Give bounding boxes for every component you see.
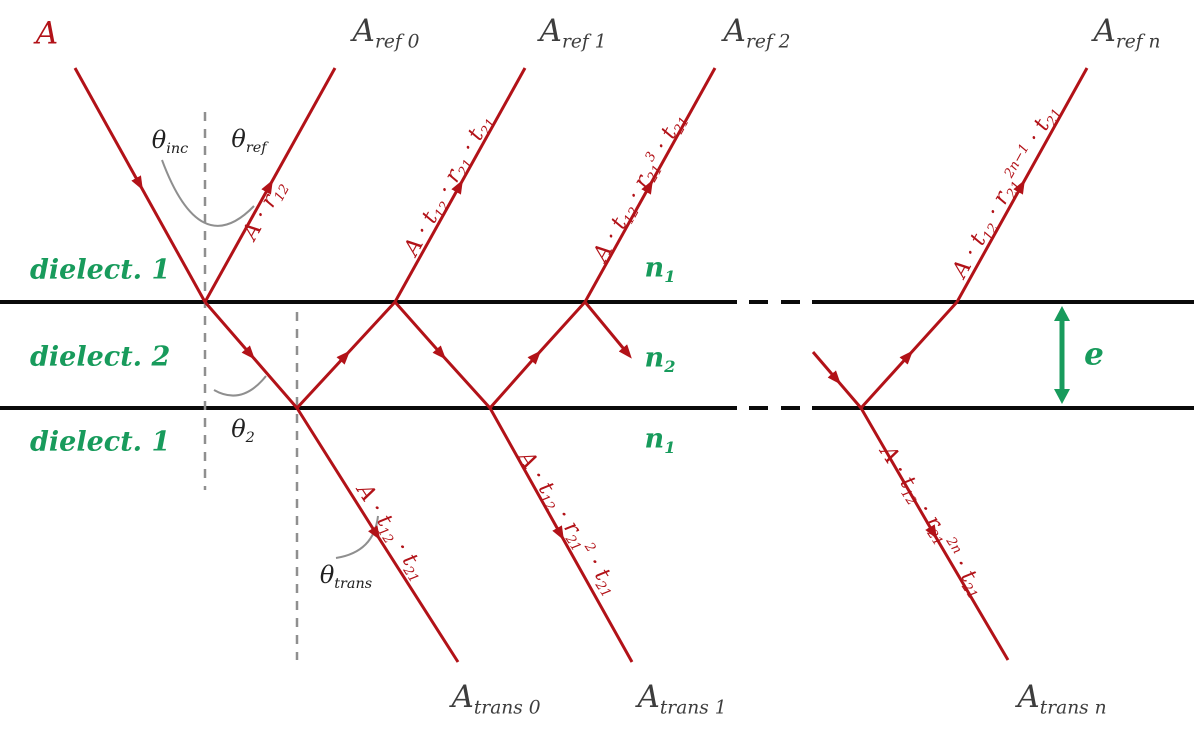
angle-incidence-label: θinc — [151, 125, 189, 157]
reflected-ray-n — [955, 67, 1089, 303]
film-ray-up-0 — [295, 300, 397, 410]
angle-refraction-label: θ2 — [231, 414, 255, 446]
incident-beam-label: A — [35, 15, 59, 52]
reflected-beam-2-label: Aref 2 — [723, 12, 791, 53]
reflected-beam-0-label: Aref 0 — [352, 12, 420, 53]
transmitted-ray-1 — [488, 407, 634, 663]
transmitted-ray-n — [859, 407, 1010, 661]
medium-label-bottom: dielect. 1 — [30, 426, 171, 458]
transmitted-beam-n-label: Atrans n — [1017, 678, 1107, 719]
index-n2-label: n2 — [644, 342, 676, 377]
angle-arc-theta2 — [213, 375, 267, 397]
reflected-beam-n-label: Aref n — [1093, 12, 1161, 53]
medium-label-top: dielect. 1 — [30, 254, 171, 286]
reflected-ray-1 — [393, 67, 527, 303]
thickness-arrow — [1054, 306, 1070, 404]
film-ray-down-0 — [203, 301, 299, 409]
reflected-ray-2 — [583, 67, 717, 303]
angle-arc-inc-ref — [161, 159, 255, 227]
film-ray-down-2-continuation — [583, 301, 632, 359]
film-ray-in-n — [811, 351, 863, 409]
film-ray-up-n — [859, 300, 959, 410]
index-n1-bottom-label: n1 — [644, 423, 676, 458]
reflected-ray-0 — [203, 67, 337, 303]
thickness-label: e — [1084, 336, 1104, 373]
transmitted-beam-0-label: Atrans 0 — [451, 678, 541, 719]
medium-label-middle: dielect. 2 — [30, 341, 171, 373]
reflected-beam-1-label: Aref 1 — [539, 12, 607, 53]
transmitted-beam-1-label: Atrans 1 — [637, 678, 727, 719]
film-ray-up-1 — [488, 300, 587, 409]
index-n1-top-label: n1 — [644, 252, 676, 287]
angle-reflection-label: θref — [231, 124, 267, 156]
film-ray-down-1 — [393, 301, 492, 410]
incident-ray — [73, 67, 207, 303]
transmitted-ray-0 — [295, 407, 460, 663]
angle-transmission-label: θtrans — [319, 560, 373, 592]
angle-arc-trans — [335, 515, 379, 559]
thickness-arrow-up-icon — [1054, 306, 1070, 321]
thickness-arrow-down-icon — [1054, 389, 1070, 404]
